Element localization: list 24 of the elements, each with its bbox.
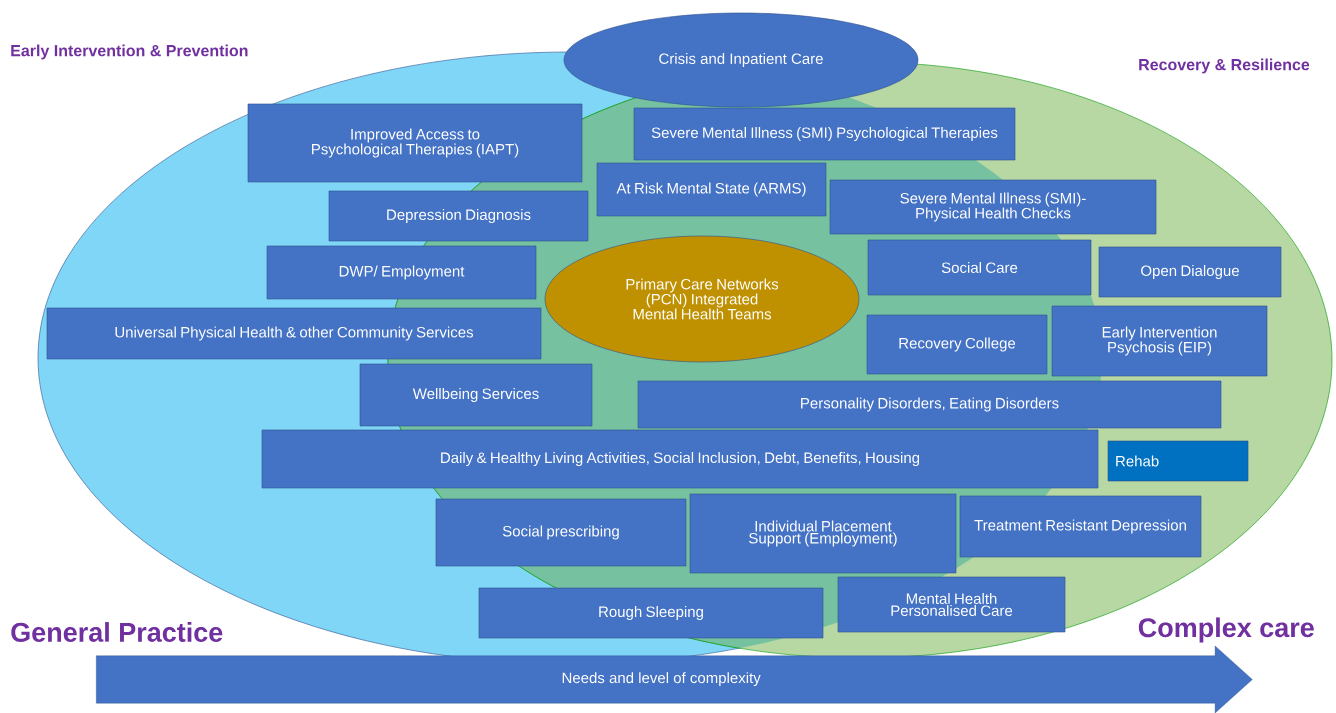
service-box: At Risk Mental State (ARMS) — [596, 162, 827, 217]
section-heading: Recovery & Resilience — [1139, 58, 1310, 74]
service-box: Wellbeing Services — [359, 363, 593, 427]
service-box: Severe Mental Illness (SMI) Psychological Therapies — [633, 107, 1016, 161]
service-box: Rehab — [1107, 440, 1249, 482]
service-box: Daily & Healthy Living Activities, Social Inclusion, Debt, Benefits, Housing — [261, 429, 1099, 489]
section-heading: Early Intervention & Prevention — [11, 44, 248, 60]
service-box: Rough Sleeping — [478, 587, 824, 639]
service-box: Individual Placement Support (Employment) — [689, 493, 957, 574]
service-box: Social prescribing — [435, 498, 687, 567]
service-box: Improved Access to Psychological Therapies (IAPT) — [247, 103, 583, 183]
service-box: DWP/ Employment — [266, 245, 537, 300]
service-box: Severe Mental Illness (SMI)- Physical Health Checks — [829, 179, 1157, 235]
service-box: Early Intervention Psychosis (EIP) — [1051, 305, 1268, 377]
service-box: Open Dialogue — [1098, 246, 1282, 298]
axis-end-label: General Practice — [11, 622, 223, 642]
service-box: Universal Physical Health & other Community Services — [46, 307, 542, 360]
service-box: Treatment Resistant Depression — [959, 495, 1202, 558]
service-box: Depression Diagnosis — [328, 190, 589, 242]
service-box: Personality Disorders, Eating Disorders — [637, 380, 1222, 429]
service-box: Mental Health Personalised Care — [837, 576, 1066, 633]
axis-end-label: Complex care — [1138, 617, 1314, 643]
service-box: Recovery College — [866, 314, 1048, 375]
service-box: Social Care — [867, 239, 1092, 296]
